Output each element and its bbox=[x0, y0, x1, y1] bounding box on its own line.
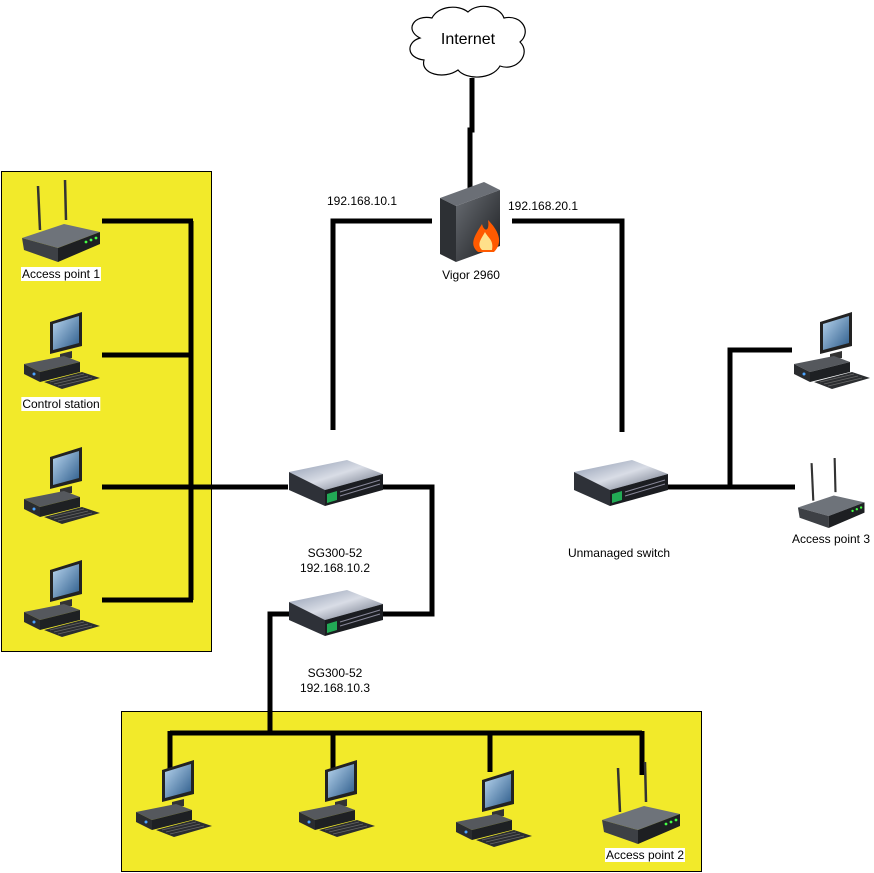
link-router-switch1 bbox=[330, 218, 432, 430]
router-left-ip: 192.168.10.1 bbox=[327, 194, 398, 208]
internet-cloud-icon bbox=[409, 5, 526, 78]
access-point-3-label: Access point 3 bbox=[791, 532, 871, 546]
bottom-zone bbox=[121, 711, 702, 872]
link-right-pc bbox=[727, 347, 792, 487]
link-switch1-switch2 bbox=[382, 484, 435, 617]
switch1-name: SG300-52 bbox=[307, 546, 363, 560]
firewall-router-icon[interactable] bbox=[440, 182, 500, 262]
switch-sg300-1-icon[interactable] bbox=[288, 460, 384, 507]
link-router-unmanaged bbox=[512, 218, 625, 432]
control-station-label: Control station bbox=[21, 397, 101, 411]
router-label: Vigor 2960 bbox=[442, 268, 500, 282]
unmanaged-switch-label: Unmanaged switch bbox=[567, 546, 671, 560]
access-point-3-icon[interactable] bbox=[796, 458, 866, 528]
switch2-name: SG300-52 bbox=[307, 666, 363, 680]
internet-label: Internet bbox=[440, 31, 496, 48]
switch-sg300-2-icon[interactable] bbox=[288, 590, 384, 637]
switch2-ip: 192.168.10.3 bbox=[299, 681, 371, 695]
links bbox=[102, 78, 795, 775]
router-right-ip: 192.168.20.1 bbox=[508, 199, 579, 213]
access-point-2-label: Access point 2 bbox=[604, 848, 686, 862]
link-internet-router bbox=[467, 78, 475, 195]
switch1-ip: 192.168.10.2 bbox=[299, 561, 371, 575]
unmanaged-switch-icon[interactable] bbox=[573, 460, 669, 507]
access-point-1-label: Access point 1 bbox=[20, 267, 102, 281]
link-switch2-bottom bbox=[267, 611, 290, 733]
computer-icon[interactable] bbox=[793, 312, 871, 390]
